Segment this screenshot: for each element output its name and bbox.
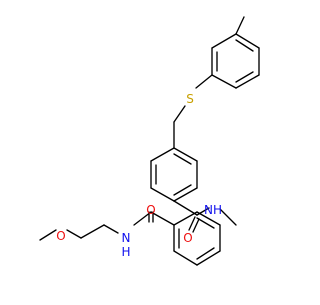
molecule-structure: S NH O O N H O <box>39 16 260 266</box>
amide-hydrogen-label: H <box>121 245 130 259</box>
amide-nitrogen-label: N <box>122 231 131 245</box>
bond-ring-sulfur <box>195 74 213 89</box>
lower-amide <box>133 211 175 226</box>
central-benzene-ring <box>150 121 198 202</box>
anilide-ring <box>173 211 221 266</box>
ether-oxygen-label: O <box>56 229 65 243</box>
molecule-canvas: S NH O O N H O <box>39 16 260 266</box>
lower-oxygen-label: O <box>146 203 155 217</box>
methoxyethyl-chain <box>39 224 119 241</box>
bond-nh-to-ring <box>219 208 237 226</box>
bond-sulfur-ch2 <box>173 105 186 123</box>
bond-methyl <box>235 16 245 35</box>
upper-oxygen-label: O <box>183 231 192 245</box>
nh-atom-label: NH <box>204 203 222 217</box>
tolyl-ring <box>211 33 260 89</box>
sulfur-atom-label: S <box>186 92 194 106</box>
